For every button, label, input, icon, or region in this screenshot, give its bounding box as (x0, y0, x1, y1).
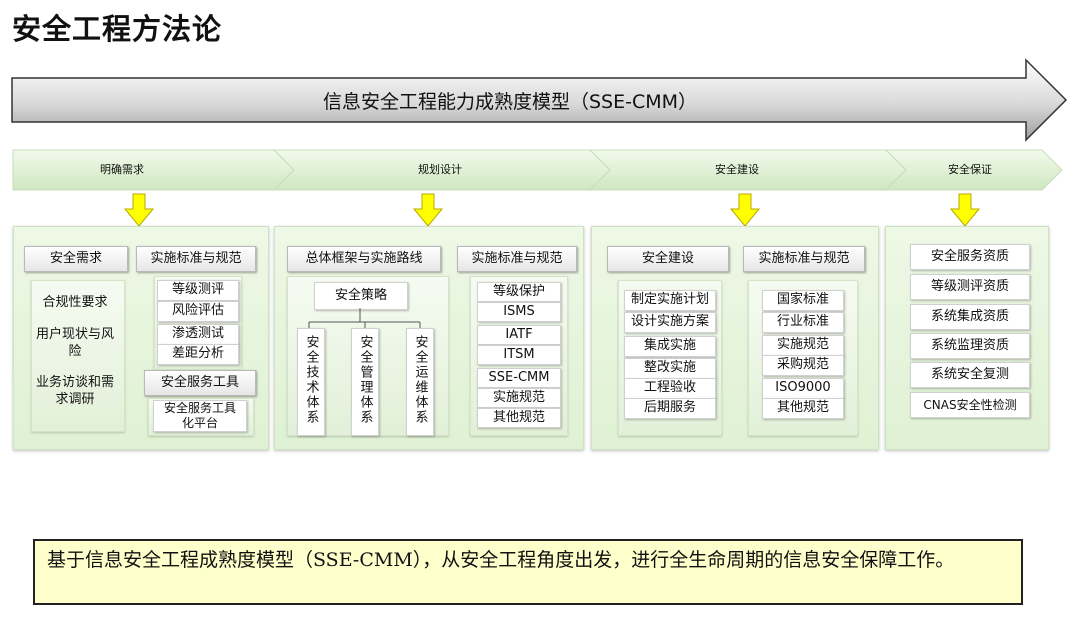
phase-chevrons (12, 149, 1063, 191)
list-item: 整改实施 (624, 358, 716, 379)
list-item: 等级保护 (477, 282, 561, 302)
phase-label-2: 规划设计 (418, 163, 462, 176)
strategy-box: 安全策略 (314, 282, 408, 310)
list-item: 渗透测试 (157, 324, 239, 345)
list-item: 业务访谈和需求调研 (35, 375, 114, 407)
phase-label-4: 安全保证 (948, 163, 992, 176)
system-technical: 安全技术体系 (297, 328, 325, 436)
list-item: 设计实施方案 (624, 312, 716, 333)
list-item: ITSM (477, 345, 561, 365)
assurance-item: 等级测评资质 (910, 274, 1030, 300)
assurance-item: 系统集成资质 (910, 304, 1030, 330)
assurance-item: 系统监理资质 (910, 333, 1030, 359)
list-item: 差距分析 (157, 344, 239, 365)
list-item: 制定实施计划 (624, 290, 716, 311)
assurance-item: 系统安全复测 (910, 362, 1030, 388)
list-item: 实施规范 (477, 388, 561, 408)
assurance-item: 安全服务资质 (910, 244, 1030, 270)
header-framework: 总体框架与实施路线 (287, 246, 441, 272)
list-item: 后期服务 (624, 398, 716, 419)
down-arrow-icon (124, 193, 154, 227)
list-item: ISO9000 (762, 378, 844, 399)
phase-label-1: 明确需求 (100, 163, 144, 176)
phase-chevron-4 (884, 149, 1063, 191)
banner-label: 信息安全工程能力成熟度模型（SSE-CMM） (322, 90, 698, 113)
list-item: 风险评估 (157, 301, 239, 322)
system-operations: 安全运维体系 (406, 328, 434, 436)
list-item: 实施规范 (762, 335, 844, 356)
list-item: 集成实施 (624, 336, 716, 357)
header-standards: 实施标准与规范 (743, 246, 865, 272)
requirements-list (31, 280, 125, 432)
list-item: 采购规范 (762, 355, 844, 376)
list-item: 行业标准 (762, 312, 844, 333)
summary-note: 基于信息安全工程成熟度模型（SSE-CMM），从安全工程角度出发，进行全生命周期… (33, 539, 1023, 605)
banner-arrow (11, 58, 1068, 142)
list-item: 等级测评 (157, 280, 239, 301)
list-item: 其他规范 (477, 408, 561, 428)
list-item: IATF (477, 325, 561, 345)
down-arrow-icon (950, 193, 980, 227)
header-standards: 实施标准与规范 (136, 246, 256, 272)
list-item: 其他规范 (762, 398, 844, 419)
system-management: 安全管理体系 (351, 328, 379, 436)
list-item: 国家标准 (762, 290, 844, 311)
header-security-requirements: 安全需求 (24, 246, 128, 272)
header-construction: 安全建设 (607, 246, 729, 272)
down-arrow-icon (730, 193, 760, 227)
down-arrow-icon (413, 193, 443, 227)
header-service-tools: 安全服务工具 (144, 370, 256, 396)
list-item: 用户现状与风险 (35, 327, 114, 359)
assurance-item: CNAS安全性检测 (910, 392, 1030, 418)
phase-label-3: 安全建设 (715, 163, 759, 176)
header-standards: 实施标准与规范 (457, 246, 577, 272)
page-title: 安全工程方法论 (12, 12, 223, 46)
list-item: 安全服务工具化平台 (153, 400, 247, 432)
list-item: ISMS (477, 302, 561, 322)
list-item: 合规性要求 (42, 294, 108, 310)
list-item: 工程验收 (624, 378, 716, 399)
list-item: SSE-CMM (477, 368, 561, 388)
